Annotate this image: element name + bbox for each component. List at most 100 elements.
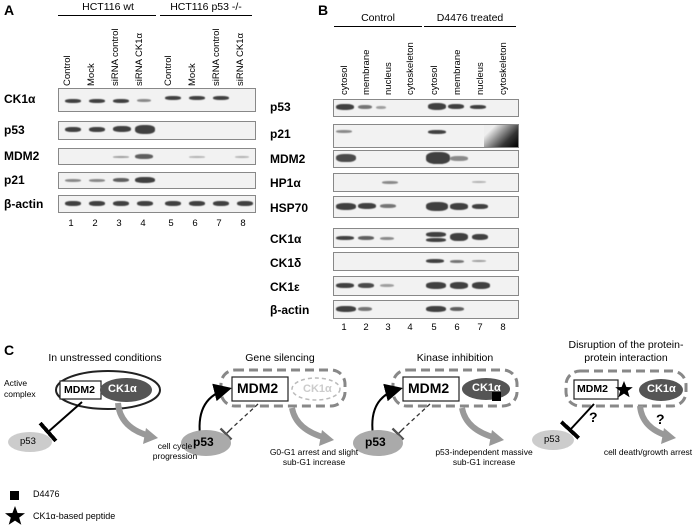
row-label: CK1ε: [270, 280, 300, 294]
group-header-d4476: D4476 treated: [436, 12, 504, 24]
lane-number: 4: [407, 322, 413, 333]
lane-number: 3: [116, 218, 122, 229]
lane-number: 2: [92, 218, 98, 229]
blot-p53: [58, 121, 256, 140]
mdm2-box: [231, 376, 289, 402]
ck1a-oval: [100, 378, 152, 402]
blot-ck1e: [333, 276, 519, 296]
group-line-d4476: [424, 26, 516, 27]
lane-number: 8: [240, 218, 246, 229]
lane-number: 8: [500, 322, 506, 333]
row-label: p21: [270, 127, 291, 141]
scenario-title: Disruption of the protein-protein intera…: [568, 339, 684, 364]
row-label: CK1α: [4, 92, 36, 106]
blot-p21: [333, 124, 519, 148]
lane-number: 7: [216, 218, 222, 229]
lane-number: 7: [477, 322, 483, 333]
question-mark: ?: [656, 411, 665, 427]
lane-number: 1: [68, 218, 74, 229]
complex-outline: [564, 369, 688, 408]
p53-oval: [8, 432, 52, 452]
row-label: MDM2: [4, 149, 40, 163]
outcome-text: p53-independent massive sub-G1 increase: [435, 447, 533, 467]
ck1a-oval: [639, 379, 683, 401]
p53-label: p53: [20, 436, 36, 447]
p53-oval: [181, 430, 231, 456]
scenario-unstressed: [8, 370, 161, 452]
lane-number: 6: [192, 218, 198, 229]
scenario-gene-silencing: [181, 368, 347, 456]
lane-number: 5: [168, 218, 174, 229]
peptide-legend-star: [5, 506, 25, 525]
row-label: β-actin: [270, 303, 310, 317]
group-header-wt: HCT116 wt: [82, 1, 134, 13]
row-label: HSP70: [270, 201, 309, 215]
lane-number: 5: [431, 322, 437, 333]
legend-peptide: CK1α-based peptide: [33, 511, 116, 521]
mdm2-label: MDM2: [408, 380, 450, 396]
group-line-wt: [58, 15, 156, 16]
row-label: β-actin: [4, 197, 44, 211]
blot-b-actin: [58, 195, 256, 213]
row-label: HP1α: [270, 176, 301, 190]
scenario-title: Kinase inhibition: [416, 352, 494, 364]
mdm2-label: MDM2: [577, 383, 608, 395]
lane-number: 6: [454, 322, 460, 333]
row-label: CK1α: [270, 232, 302, 246]
d4476-square: [492, 392, 501, 401]
row-label: p21: [4, 173, 25, 187]
legend-d4476: D4476: [33, 489, 60, 499]
p53-label: p53: [544, 434, 560, 445]
blot-hp1a: [333, 173, 519, 192]
blot-hsp70: [333, 196, 519, 218]
blot-p53: [333, 99, 519, 117]
ck1a-label: CK1α: [472, 382, 501, 394]
mdm2-label: MDM2: [64, 384, 95, 396]
row-label: p53: [270, 100, 291, 114]
panel-label-c: C: [4, 342, 15, 358]
peptide-star: [615, 381, 633, 398]
active-complex-label: Active complex: [4, 378, 36, 399]
lane-number: 1: [341, 322, 347, 333]
p53-oval: [353, 430, 403, 456]
blot-ck1a: [58, 88, 256, 112]
question-mark: ?: [589, 409, 598, 425]
blot-b-actin: [333, 300, 519, 319]
scenario-title: In unstressed conditions: [48, 352, 162, 364]
d4476-legend-square: [10, 491, 19, 500]
mdm2-label: MDM2: [237, 380, 279, 396]
p53-oval: [532, 430, 574, 450]
blot-ck1a: [333, 228, 519, 248]
row-label: p53: [4, 123, 25, 137]
blot-p21: [58, 172, 256, 189]
row-label: CK1δ: [270, 256, 302, 270]
lane-number: 4: [140, 218, 146, 229]
ck1a-oval-silenced: [291, 377, 341, 401]
mdm2-box: [573, 379, 619, 400]
active-complex-ellipse: [55, 370, 161, 410]
group-header-control: Control: [361, 12, 395, 24]
scenario-disruption: [532, 369, 688, 450]
ck1a-label: CK1α: [108, 383, 137, 395]
panel-label-a: A: [4, 2, 15, 18]
p53-label: p53: [365, 435, 386, 449]
ck1a-label: CK1α: [647, 383, 676, 395]
blot-ck1d: [333, 252, 519, 271]
outcome-text: G0-G1 arrest and slight sub-G1 increase: [269, 447, 359, 467]
p53-label: p53: [193, 435, 214, 449]
lane-number: 2: [363, 322, 369, 333]
blot-mdm2: [333, 150, 519, 168]
group-header-p53-null: HCT116 p53 -/-: [170, 1, 242, 13]
panel-label-b: B: [318, 2, 329, 18]
group-line-p53-null: [160, 15, 252, 16]
scenario-kinase-inhibition: [353, 368, 519, 456]
outcome-text: cell cycle progression: [152, 441, 198, 461]
row-label: MDM2: [270, 152, 306, 166]
scenario-title: Gene silencing: [245, 352, 315, 364]
lane-number: 3: [385, 322, 391, 333]
blot-mdm2: [58, 148, 256, 165]
ck1a-label: CK1α: [303, 383, 332, 395]
outcome-text: cell death/growth arrest: [603, 447, 693, 457]
mdm2-box: [402, 376, 460, 402]
